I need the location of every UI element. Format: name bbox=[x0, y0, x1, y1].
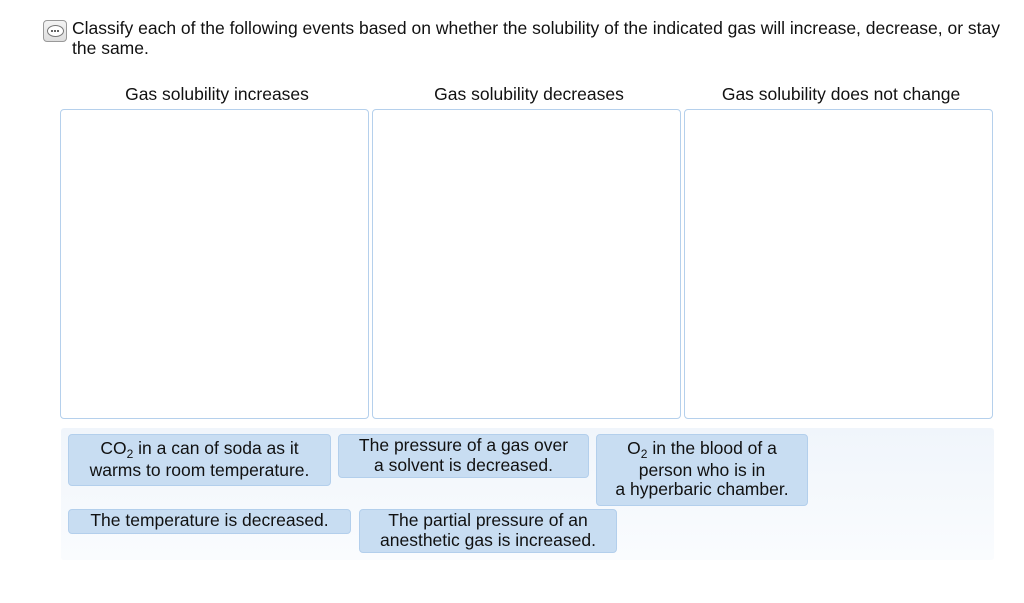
bin-header-increases: Gas solubility increases bbox=[125, 84, 309, 104]
item-text: a solvent is decreased. bbox=[374, 454, 553, 475]
instruction-text: Classify each of the following events ba… bbox=[72, 18, 1001, 58]
item-text: The partial pressure of an bbox=[388, 510, 588, 530]
item-subscript: 2 bbox=[126, 447, 134, 461]
draggable-item-temperature-decreased[interactable]: The temperature is decreased. bbox=[68, 509, 351, 534]
item-text: CO bbox=[100, 438, 127, 458]
comment-button[interactable] bbox=[43, 20, 67, 42]
item-text: in the blood of a bbox=[647, 438, 777, 458]
item-text: in a can of soda as it bbox=[133, 438, 299, 458]
item-text: a hyperbaric chamber. bbox=[615, 479, 789, 499]
item-text: The pressure of a gas over bbox=[358, 435, 569, 455]
draggable-item-anesthetic-pressure[interactable]: The partial pressure of an anesthetic ga… bbox=[359, 509, 617, 553]
speech-bubble-icon bbox=[46, 25, 64, 37]
item-text: O bbox=[627, 438, 641, 458]
item-text: anesthetic gas is increased. bbox=[380, 529, 596, 550]
draggable-item-o2-hyperbaric[interactable]: O2 in the blood of a person who is in a … bbox=[596, 434, 808, 506]
bin-header-decreases: Gas solubility decreases bbox=[434, 84, 624, 104]
item-subscript: 2 bbox=[640, 447, 648, 461]
bin-header-no-change: Gas solubility does not change bbox=[721, 84, 961, 104]
draggable-item-pressure-decreased[interactable]: The pressure of a gas over a solvent is … bbox=[338, 434, 589, 478]
draggable-item-co2-soda[interactable]: CO2 in a can of soda as it warms to room… bbox=[68, 434, 331, 486]
drop-zone-decreases[interactable] bbox=[372, 109, 681, 419]
item-text: warms to room temperature. bbox=[89, 459, 310, 480]
item-text: person who is in bbox=[638, 459, 766, 480]
drop-zone-increases[interactable] bbox=[60, 109, 369, 419]
item-text: The temperature is decreased. bbox=[90, 510, 329, 530]
drop-zone-no-change[interactable] bbox=[684, 109, 993, 419]
